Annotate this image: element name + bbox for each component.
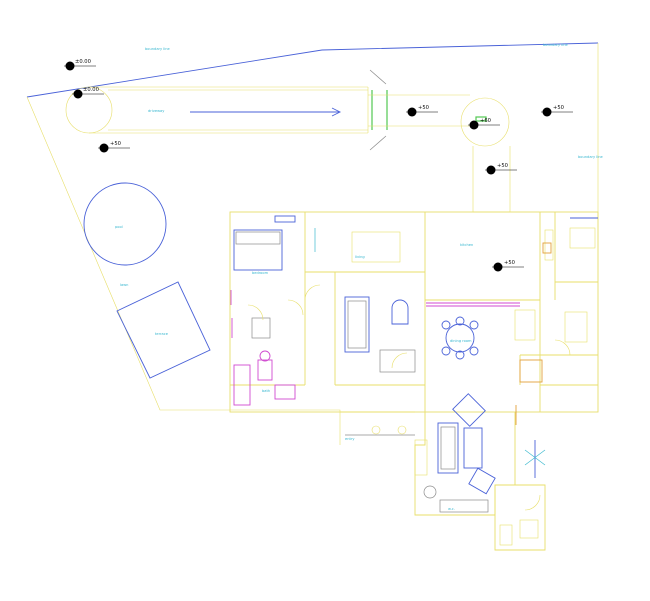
bedroom-furniture (230, 215, 296, 305)
garden-features (83, 182, 211, 379)
site-boundary (26, 42, 599, 445)
label-kitchen: kitchen (460, 243, 473, 247)
label-lawn: lawn (120, 283, 128, 287)
label-dining: dining room (450, 339, 472, 343)
level-marker: +50 (485, 163, 517, 175)
door-swings (247, 284, 408, 369)
svg-text:±0.00: ±0.00 (83, 87, 99, 93)
label-top-boundary: boundary line (145, 47, 171, 51)
label-bottom-note: w.c. (448, 507, 455, 511)
room-labels: boundary line boundary line driveway poo… (115, 43, 604, 511)
svg-text:+50: +50 (504, 260, 515, 266)
svg-text:+50: +50 (497, 163, 508, 169)
living-furniture (314, 228, 416, 373)
level-marker: +50 (541, 105, 573, 117)
level-marker: ±0.00 (72, 87, 104, 99)
dining-set (426, 302, 520, 360)
lounge-furniture (345, 393, 496, 513)
label-terrace: terrace (155, 332, 169, 336)
bath-fixtures (231, 317, 296, 406)
svg-text:+50: +50 (553, 105, 564, 111)
level-marker: +50 (406, 105, 438, 117)
label-bath: bath (262, 389, 270, 393)
driveway (65, 69, 511, 213)
building-walls (229, 211, 599, 551)
level-marker: ±0.00 (64, 59, 96, 71)
level-markers: ±0.00 ±0.00 +50 +50 +60 +50 (64, 59, 573, 272)
label-driveway: driveway (148, 109, 165, 113)
svg-text:+50: +50 (110, 141, 121, 147)
kitchen-units (514, 217, 598, 383)
label-entry: entry (345, 437, 355, 441)
svg-text:+60: +60 (480, 118, 491, 124)
svg-text:±0.00: ±0.00 (75, 59, 91, 65)
label-right-note: boundary line (578, 155, 604, 159)
entry-wc (499, 405, 546, 546)
label-top-right: boundary line (543, 43, 569, 47)
level-marker: +60 (468, 118, 500, 130)
label-living: living (355, 255, 365, 259)
level-marker: +50 (492, 260, 524, 272)
label-bedroom: bedroom (252, 271, 269, 275)
level-marker: +50 (98, 141, 130, 153)
label-pool: pool (115, 225, 123, 229)
svg-text:+50: +50 (418, 105, 429, 111)
